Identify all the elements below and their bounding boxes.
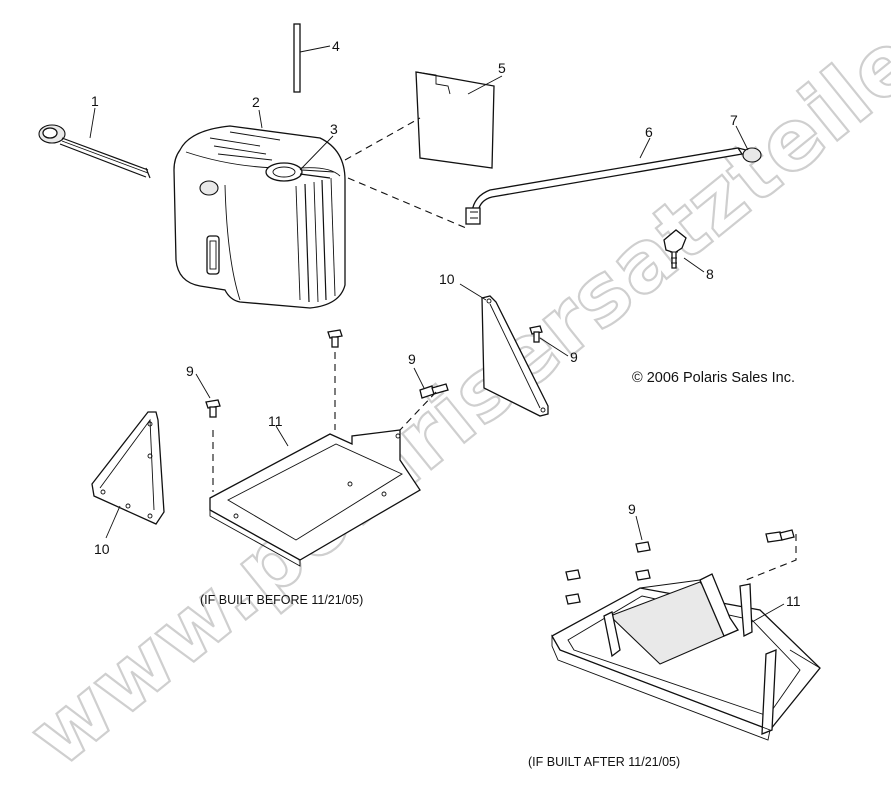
callout-8: 8 — [706, 266, 714, 282]
callout-9-center: 9 — [408, 351, 416, 367]
callout-11-before: 11 — [268, 413, 283, 429]
part-1-fuel-sender — [38, 124, 151, 179]
part-7-fitting — [737, 147, 762, 163]
part-10-bracket-left — [91, 411, 165, 525]
part-3-gasket — [265, 162, 335, 182]
callout-3: 3 — [330, 121, 338, 137]
part-6-fuel-line — [465, 147, 744, 225]
callout-numbers: 1 2 3 4 5 6 7 8 9 9 9 9 10 10 11 11 — [91, 38, 801, 609]
callout-1: 1 — [91, 93, 99, 109]
callout-10-right: 10 — [439, 271, 455, 287]
caption-built-after: (IF BUILT AFTER 11/21/05) — [528, 755, 680, 769]
leader-lines — [89, 45, 785, 623]
part-11-frame-after — [551, 573, 821, 741]
callout-6: 6 — [645, 124, 653, 140]
callout-9-lower: 9 — [628, 501, 636, 517]
part-2-fuel-tank — [173, 125, 346, 309]
callout-11-after: 11 — [786, 593, 801, 609]
caption-built-before: (IF BUILT BEFORE 11/21/05) — [200, 593, 363, 607]
copyright-notice: © 2006 Polaris Sales Inc. — [632, 370, 795, 386]
callout-10-left: 10 — [94, 541, 110, 557]
callout-4: 4 — [332, 38, 340, 54]
part-10-bracket-right — [481, 295, 549, 417]
callout-9-right: 9 — [570, 349, 578, 365]
assembly-lines-tank — [344, 117, 467, 229]
part-9-bolts — [205, 325, 795, 605]
callout-7: 7 — [730, 112, 738, 128]
part-8-clip — [663, 229, 687, 269]
callout-9-left: 9 — [186, 363, 194, 379]
assembly-lines-left — [212, 352, 797, 581]
part-5-pad — [415, 71, 495, 169]
part-11-skid-plate-before — [209, 429, 421, 567]
callout-5: 5 — [498, 60, 506, 76]
callout-2: 2 — [252, 94, 260, 110]
part-4-vent-tube — [293, 23, 301, 93]
